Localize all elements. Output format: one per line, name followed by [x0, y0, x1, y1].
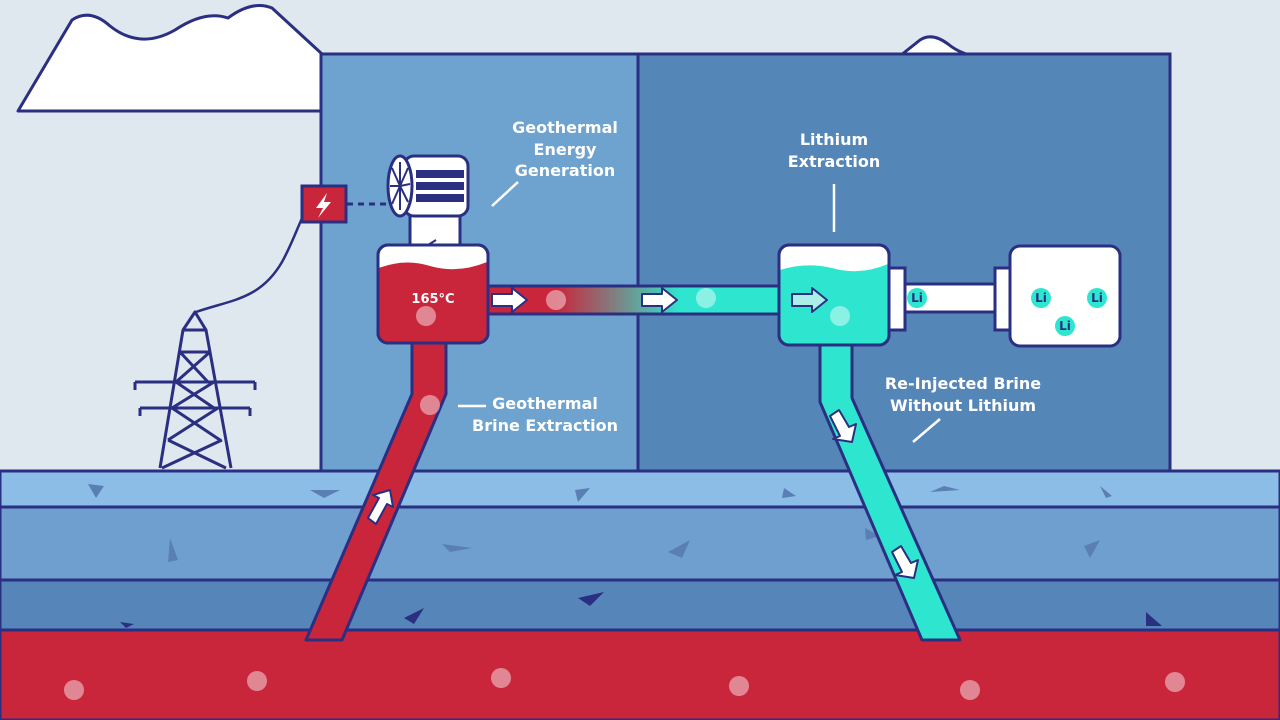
lightning-bolt-icon	[300, 184, 348, 224]
turbine-icon	[386, 154, 470, 253]
rock-shards	[88, 484, 1162, 628]
hot-brine-tank	[376, 243, 490, 345]
transfer-pipe	[484, 284, 788, 316]
svg-text:Energy: Energy	[534, 140, 598, 159]
lithium-particle: Li	[1031, 288, 1051, 308]
svg-text:Li: Li	[1035, 291, 1047, 305]
geothermal-energy-label: Geothermal Energy Generation	[512, 118, 618, 180]
svg-text:Lithium: Lithium	[800, 130, 868, 149]
label-leader	[491, 181, 519, 207]
ground-mid	[0, 505, 1280, 582]
svg-text:Generation: Generation	[515, 161, 615, 180]
lithium-storage-box	[1008, 244, 1122, 348]
svg-text:Li: Li	[911, 291, 923, 305]
svg-text:Brine Extraction: Brine Extraction	[472, 416, 618, 435]
label-leader	[912, 418, 941, 443]
lithium-particle: Li	[907, 288, 927, 308]
svg-text:Geothermal: Geothermal	[492, 394, 598, 413]
cloud-left	[16, 4, 386, 113]
lithium-connector	[887, 266, 907, 332]
svg-text:Extraction: Extraction	[788, 152, 881, 171]
flow-arrow-icon	[367, 287, 919, 579]
lithium-particle: Li	[1087, 288, 1107, 308]
temperature-label: 165°C	[411, 292, 454, 307]
lithium-extraction-label: Lithium Extraction	[788, 130, 881, 171]
lithium-particle: Li	[1055, 316, 1075, 336]
svg-text:Without Lithium: Without Lithium	[890, 396, 1036, 415]
lithium-extraction-tank	[777, 243, 891, 347]
magma-layer	[0, 628, 1280, 720]
reinjected-brine-label: Re-Injected Brine Without Lithium	[885, 374, 1041, 415]
svg-text:Geothermal: Geothermal	[512, 118, 618, 137]
power-cable	[195, 213, 306, 314]
ground-top	[0, 469, 1280, 509]
svg-text:Re-Injected Brine: Re-Injected Brine	[885, 374, 1041, 393]
power-tower-icon	[133, 310, 257, 470]
bubble	[64, 288, 1185, 700]
svg-text:Li: Li	[1059, 319, 1071, 333]
brine-extraction-label: Geothermal Brine Extraction	[472, 394, 618, 435]
ground-low	[0, 578, 1280, 632]
svg-text:Li: Li	[1091, 291, 1103, 305]
